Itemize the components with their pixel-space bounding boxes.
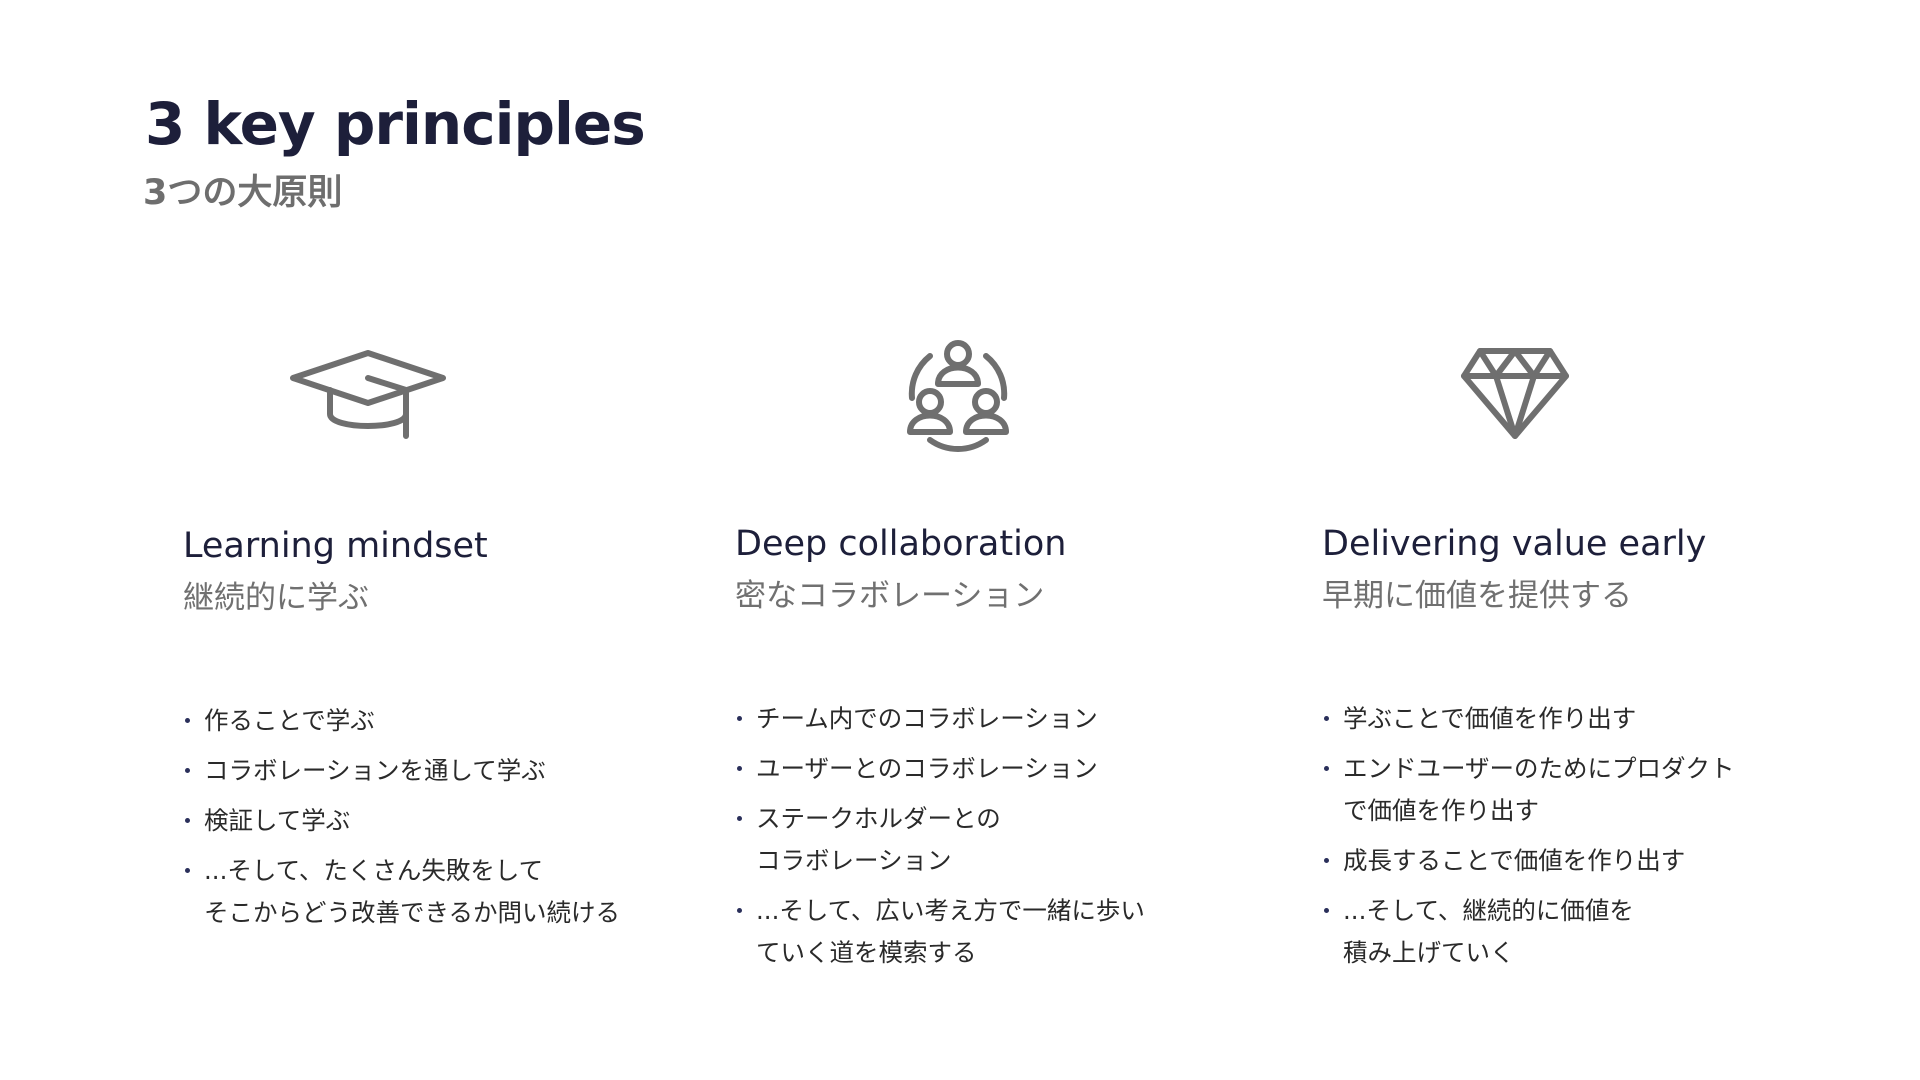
principle-delivering-value-early: Delivering value early 早期に価値を提供する 学ぶことで価… (1322, 518, 1735, 982)
bullet-item: コラボレーションを通して学ぶ (183, 750, 620, 792)
principle-bullet-list: 学ぶことで価値を作り出す エンドユーザーのためにプロダクト で価値を作り出す 成… (1322, 698, 1735, 974)
bullet-item: 検証して学ぶ (183, 800, 620, 842)
principle-title: Learning mindset (183, 526, 488, 566)
principle-title: Delivering value early (1322, 524, 1707, 564)
slide-subtitle: 3つの大原則 (143, 173, 343, 213)
bullet-item: ステークホルダーとの コラボレーション (735, 798, 1145, 882)
principle-learning-mindset: Learning mindset 継続的に学ぶ 作ることで学ぶ コラボレーション… (183, 520, 620, 942)
team-collaboration-icon (900, 338, 1016, 454)
bullet-item: ユーザーとのコラボレーション (735, 748, 1145, 790)
bullet-item: 作ることで学ぶ (183, 700, 620, 742)
bullet-item: ...そして、継続的に価値を 積み上げていく (1322, 890, 1735, 974)
slide-title: 3 key principles (145, 90, 646, 158)
bullet-item: エンドユーザーのためにプロダクト で価値を作り出す (1322, 748, 1735, 832)
principle-title: Deep collaboration (735, 524, 1067, 564)
bullet-item: チーム内でのコラボレーション (735, 698, 1145, 740)
principle-subtitle: 早期に価値を提供する (1322, 578, 1632, 614)
graduation-cap-icon (288, 350, 448, 440)
principle-bullet-list: チーム内でのコラボレーション ユーザーとのコラボレーション ステークホルダーとの… (735, 698, 1145, 974)
principle-subtitle: 密なコラボレーション (735, 578, 1045, 614)
bullet-item: 学ぶことで価値を作り出す (1322, 698, 1735, 740)
principle-bullet-list: 作ることで学ぶ コラボレーションを通して学ぶ 検証して学ぶ ...そして、たくさ… (183, 700, 620, 934)
principle-deep-collaboration: Deep collaboration 密なコラボレーション チーム内でのコラボレ… (735, 518, 1145, 982)
principle-subtitle: 継続的に学ぶ (183, 580, 369, 616)
bullet-item: ...そして、広い考え方で一緒に歩い ていく道を模索する (735, 890, 1145, 974)
diamond-icon (1460, 346, 1570, 440)
bullet-item: ...そして、たくさん失敗をして そこからどう改善できるか問い続ける (183, 850, 620, 934)
bullet-item: 成長することで価値を作り出す (1322, 840, 1735, 882)
